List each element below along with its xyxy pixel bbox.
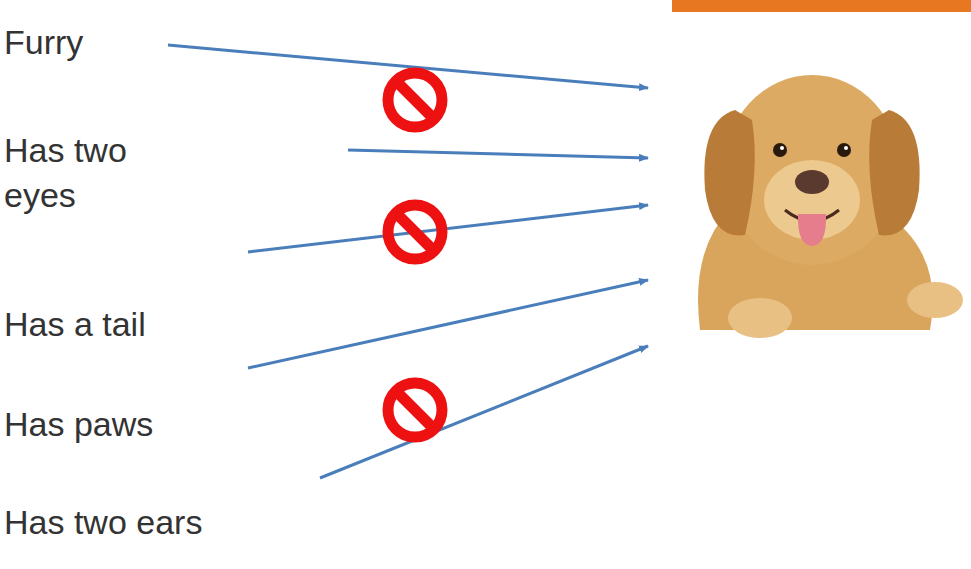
feature-label: Has two eyes — [4, 128, 164, 218]
dog-picture — [698, 75, 963, 338]
feature-label: Has two ears — [4, 500, 284, 545]
leader-arrow — [348, 150, 648, 158]
leader-arrow — [168, 45, 648, 88]
ban-symbol — [388, 73, 442, 127]
leader-arrow — [248, 280, 648, 368]
accent-bar — [672, 0, 971, 12]
feature-label: Has a tail — [4, 302, 244, 347]
ban-symbol — [388, 205, 442, 259]
feature-label: Has paws — [4, 402, 244, 447]
ban-symbol — [388, 383, 442, 437]
leader-arrow — [320, 346, 648, 478]
leader-arrow — [248, 205, 648, 252]
feature-label: Furry — [4, 20, 154, 65]
